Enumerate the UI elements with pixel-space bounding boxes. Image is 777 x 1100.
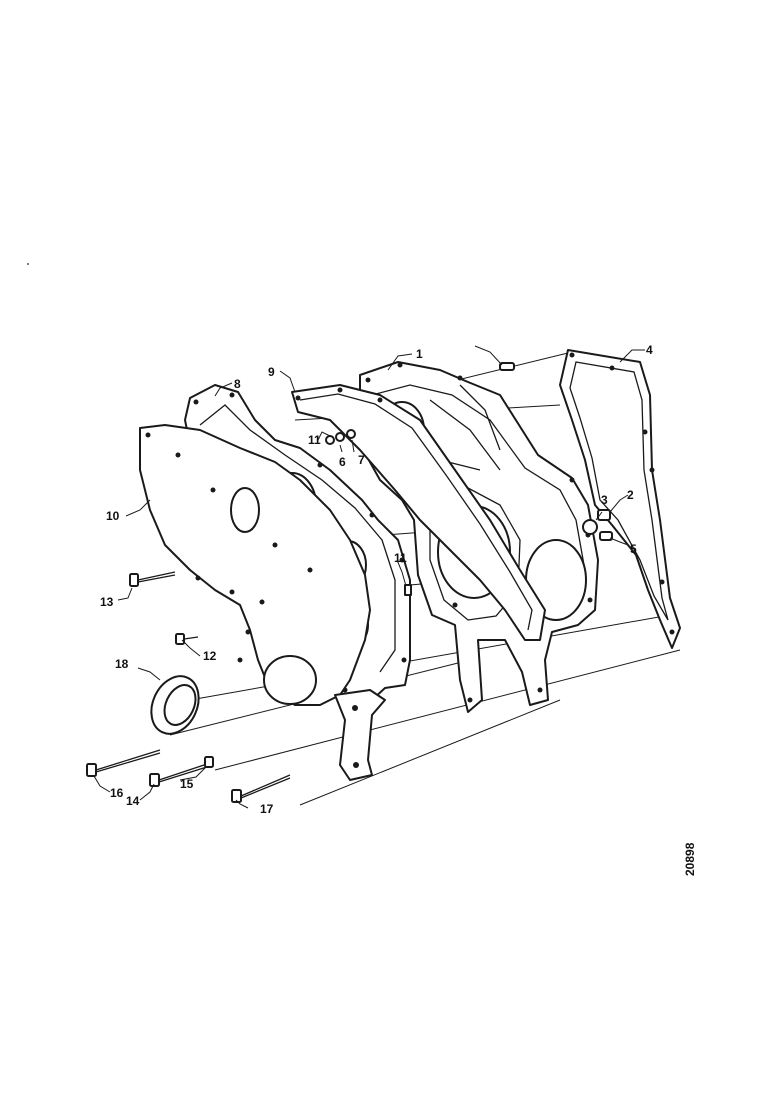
crankshaft-seal (150, 675, 200, 735)
callout-8: 8 (234, 377, 241, 391)
leader-lines (93, 345, 645, 809)
pin-11-lower (404, 584, 412, 596)
callout-4: 4 (646, 343, 653, 357)
callout-11-lower: 11 (394, 551, 407, 565)
callout-15: 15 (180, 777, 194, 791)
stud-15 (204, 756, 214, 768)
callout-9: 9 (268, 365, 275, 379)
callout-2: 2 (627, 488, 634, 502)
dowel-pin-top (499, 362, 515, 371)
bolt-12 (175, 633, 199, 645)
callout-18: 18 (115, 657, 129, 671)
callout-7: 7 (358, 453, 365, 467)
plug-and-washer (582, 509, 613, 541)
callout-12: 12 (203, 649, 217, 663)
middle-gasket (291, 384, 546, 641)
callout-16: 16 (110, 786, 124, 800)
bolt-14 (149, 762, 211, 787)
callout-14: 14 (126, 794, 140, 808)
callout-6: 6 (339, 455, 346, 469)
bolt-13 (129, 571, 176, 587)
rear-gasket (559, 349, 681, 649)
callout-10: 10 (106, 509, 120, 523)
screw-and-nut (325, 429, 356, 445)
drawing-reference-code: 20898 (683, 842, 697, 876)
front-gasket-plate (139, 424, 371, 706)
callout-labels: 1 2 3 4 5 6 7 8 9 10 11 11 12 13 14 15 1… (100, 343, 653, 816)
callout-1: 1 (416, 347, 423, 361)
bolt-16 (86, 749, 161, 777)
callout-17: 17 (260, 802, 274, 816)
callout-13: 13 (100, 595, 114, 609)
stray-mark (27, 263, 29, 265)
bolt-17 (231, 774, 291, 803)
callout-11-upper: 11 (308, 433, 321, 447)
callout-3: 3 (601, 493, 608, 507)
callout-5-right: 5 (630, 542, 637, 556)
lower-bracket (334, 689, 386, 781)
